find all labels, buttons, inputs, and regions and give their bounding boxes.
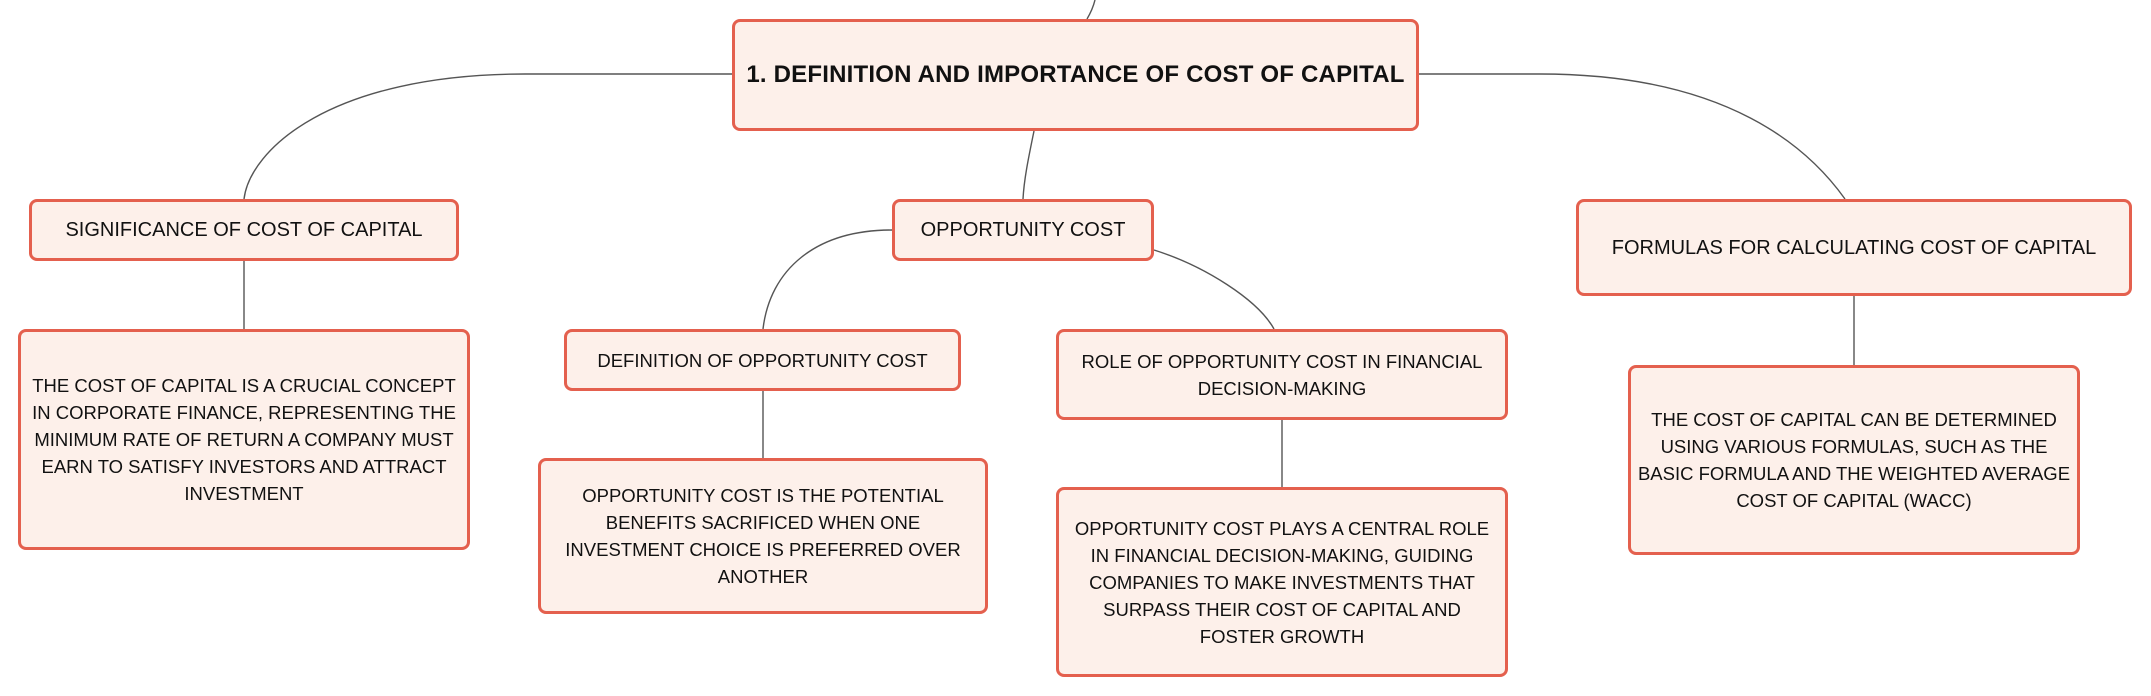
connector-root-significance bbox=[243, 73, 732, 200]
role-of-opportunity-cost-label: ROLE OF OPPORTUNITY COST IN FINANCIAL DE… bbox=[1081, 350, 1483, 399]
role-of-opportunity-cost-detail-node[interactable]: OPPORTUNITY COST PLAYS A CENTRAL ROLE IN… bbox=[1056, 487, 1508, 677]
definition-of-opportunity-cost-label: DEFINITION OF OPPORTUNITY COST bbox=[597, 349, 928, 371]
connector-root-formulas bbox=[1419, 73, 1846, 200]
significance-detail-text: THE COST OF CAPITAL IS A CRUCIAL CONCEPT… bbox=[32, 375, 456, 504]
connector-opportunity-role bbox=[1153, 249, 1275, 330]
significance-detail-node[interactable]: THE COST OF CAPITAL IS A CRUCIAL CONCEPT… bbox=[18, 329, 470, 550]
connector-root-parent bbox=[1086, 0, 1096, 20]
root-topic-label: 1. DEFINITION AND IMPORTANCE OF COST OF … bbox=[746, 61, 1405, 88]
significance-topic-node[interactable]: SIGNIFICANCE OF COST OF CAPITAL bbox=[29, 199, 459, 261]
role-of-opportunity-cost-detail-text: OPPORTUNITY COST PLAYS A CENTRAL ROLE IN… bbox=[1074, 517, 1490, 647]
root-topic-node[interactable]: 1. DEFINITION AND IMPORTANCE OF COST OF … bbox=[732, 19, 1419, 131]
connector-root-opportunity bbox=[1022, 130, 1035, 200]
definition-of-opportunity-cost-node[interactable]: DEFINITION OF OPPORTUNITY COST bbox=[564, 329, 961, 391]
role-of-opportunity-cost-node[interactable]: ROLE OF OPPORTUNITY COST IN FINANCIAL DE… bbox=[1056, 329, 1508, 420]
significance-topic-label: SIGNIFICANCE OF COST OF CAPITAL bbox=[65, 219, 423, 241]
formulas-detail-text: THE COST OF CAPITAL CAN BE DETERMINED US… bbox=[1637, 409, 2071, 511]
formulas-detail-node[interactable]: THE COST OF CAPITAL CAN BE DETERMINED US… bbox=[1628, 365, 2080, 555]
definition-of-opportunity-cost-detail-text: OPPORTUNITY COST IS THE POTENTIAL BENEFI… bbox=[565, 485, 961, 587]
formulas-topic-node[interactable]: FORMULAS FOR CALCULATING COST OF CAPITAL bbox=[1576, 199, 2132, 296]
definition-of-opportunity-cost-detail-node[interactable]: OPPORTUNITY COST IS THE POTENTIAL BENEFI… bbox=[538, 458, 988, 614]
opportunity-cost-topic-label: OPPORTUNITY COST bbox=[920, 219, 1126, 241]
formulas-topic-label: FORMULAS FOR CALCULATING COST OF CAPITAL bbox=[1611, 236, 2097, 259]
connector-opportunity-definition bbox=[762, 229, 893, 330]
opportunity-cost-topic-node[interactable]: OPPORTUNITY COST bbox=[892, 199, 1154, 261]
